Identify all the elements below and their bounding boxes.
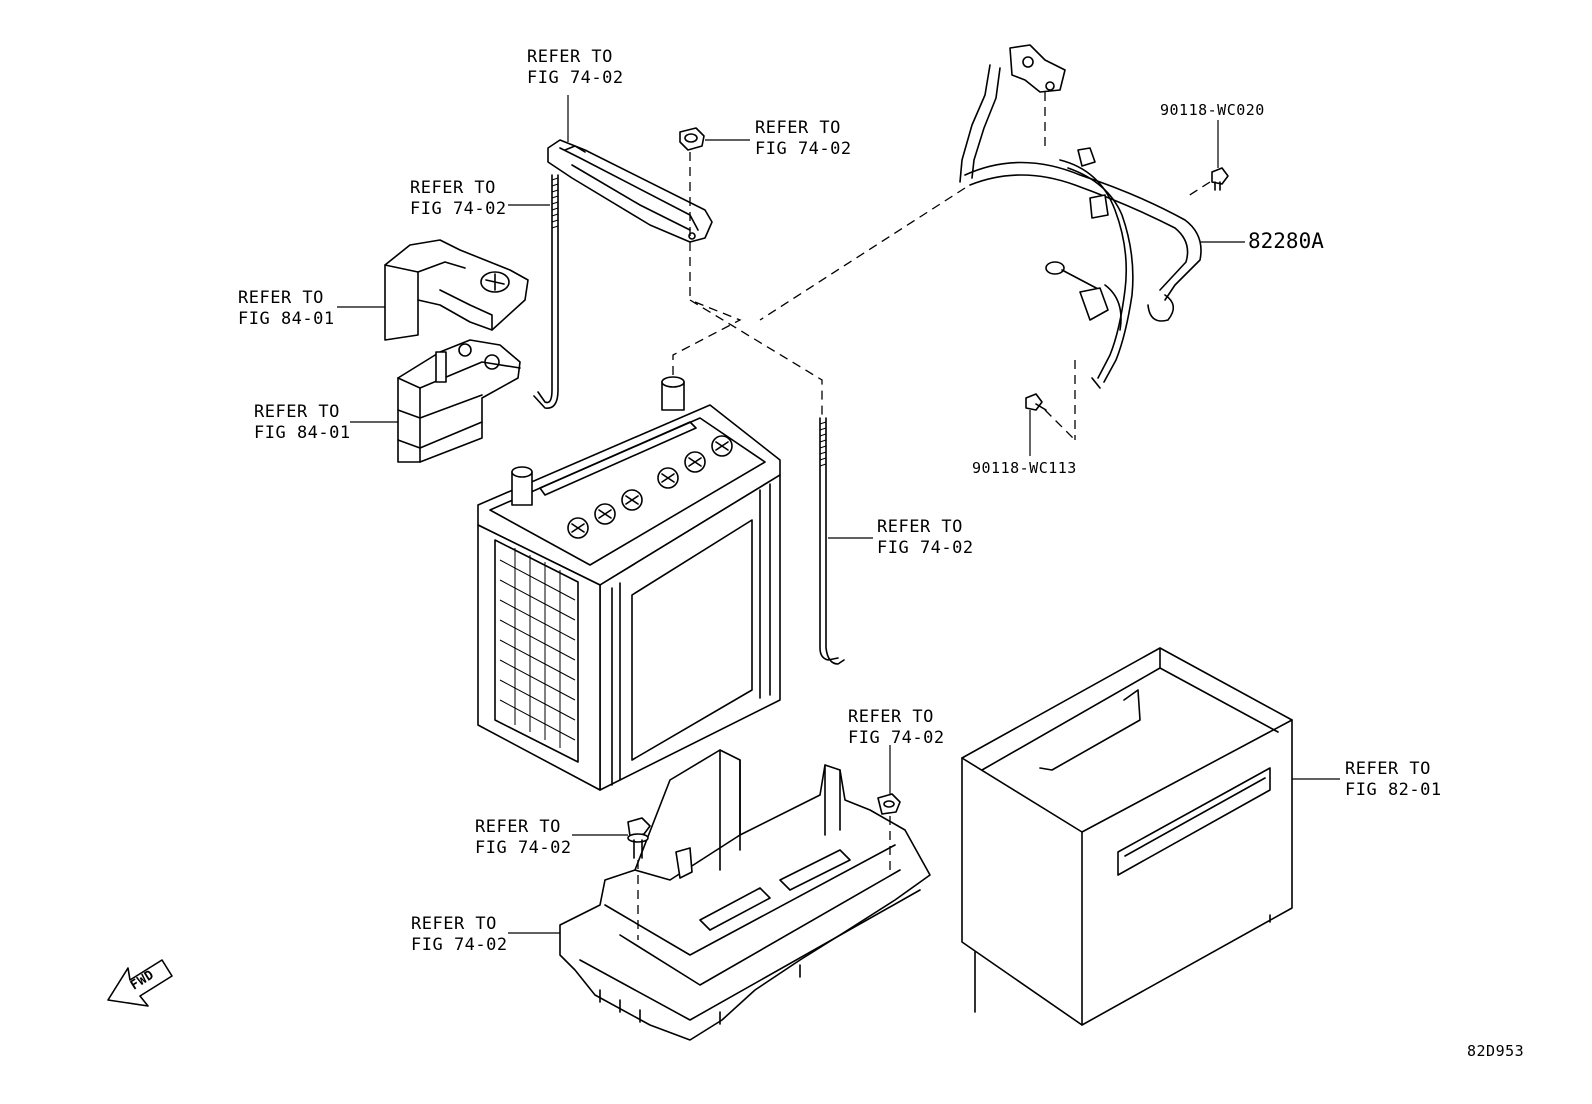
- refer-label-tray: REFER TO FIG 74-02: [411, 914, 508, 955]
- battery-cable-assembly: [959, 44, 1202, 440]
- refer-label-box: REFER TO FIG 82-01: [1345, 759, 1442, 800]
- refer-label-clamp: REFER TO FIG 74-02: [527, 47, 624, 88]
- refer-label-tray-bolt: REFER TO FIG 74-02: [475, 817, 572, 858]
- refer-label-fuse-block: REFER TO FIG 84-01: [254, 402, 351, 443]
- bolt-90118-wc020: [1211, 167, 1229, 191]
- tray-bolt: [627, 817, 651, 859]
- fuse-box-cover: [384, 239, 529, 341]
- tray-nut: [877, 793, 901, 815]
- clamp-nut: [679, 127, 705, 151]
- fuse-block: [397, 339, 521, 463]
- part-number-bolt-bottom: 90118-WC113: [972, 459, 1077, 477]
- battery-insulator-box: [961, 647, 1293, 1026]
- refer-label-fuse-cover: REFER TO FIG 84-01: [238, 288, 335, 329]
- hold-down-rod-left: [533, 174, 559, 409]
- refer-label-tray-nut: REFER TO FIG 74-02: [848, 707, 945, 748]
- hold-down-rod-right: [819, 417, 845, 665]
- part-number-bolt-top: 90118-WC020: [1160, 101, 1265, 119]
- diagram-code: 82D953: [1467, 1042, 1525, 1060]
- refer-label-rod-left: REFER TO FIG 74-02: [410, 178, 507, 219]
- fwd-arrow-icon: [107, 959, 173, 1007]
- part-number-cable: 82280A: [1248, 229, 1324, 253]
- battery-clamp-bracket: [547, 139, 713, 243]
- bolt-90118-wc113: [1025, 393, 1047, 411]
- refer-label-clamp-nut: REFER TO FIG 74-02: [755, 118, 852, 159]
- refer-label-rod-right: REFER TO FIG 74-02: [877, 517, 974, 558]
- battery-tray: [559, 749, 931, 1041]
- battery: [477, 376, 781, 791]
